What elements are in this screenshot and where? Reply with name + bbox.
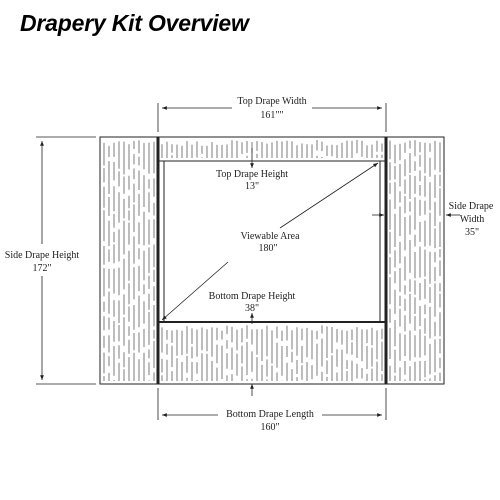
bottom-height-label: Bottom Drape Height <box>209 291 296 302</box>
viewable-area-label: Viewable Area <box>240 231 300 242</box>
bottom-length-dimension <box>157 388 387 420</box>
top-width-value: 161"" <box>260 110 283 121</box>
bottom-height-value: 38" <box>245 303 259 314</box>
fabric-texture <box>103 140 441 381</box>
side-height-dimension <box>36 136 96 385</box>
side-height-label: Side Drape Height <box>5 250 80 261</box>
viewable-area-value: 180" <box>258 243 277 254</box>
top-width-dimension <box>157 103 387 132</box>
side-width-value: 35" <box>465 227 479 238</box>
side-width-label-line2: Width <box>460 214 485 225</box>
diagram-title: Drapery Kit Overview <box>20 10 249 36</box>
top-width-label: Top Drape Width <box>237 96 306 107</box>
top-height-value: 13" <box>245 181 259 192</box>
bottom-length-label: Bottom Drape Length <box>226 409 314 420</box>
side-height-value: 172" <box>32 263 51 274</box>
side-width-label-line1: Side Drape <box>449 201 494 212</box>
viewable-diagonal <box>161 162 379 321</box>
top-height-label: Top Drape Height <box>216 169 288 180</box>
drape-panels <box>99 136 445 385</box>
bottom-length-value: 160" <box>260 422 279 433</box>
